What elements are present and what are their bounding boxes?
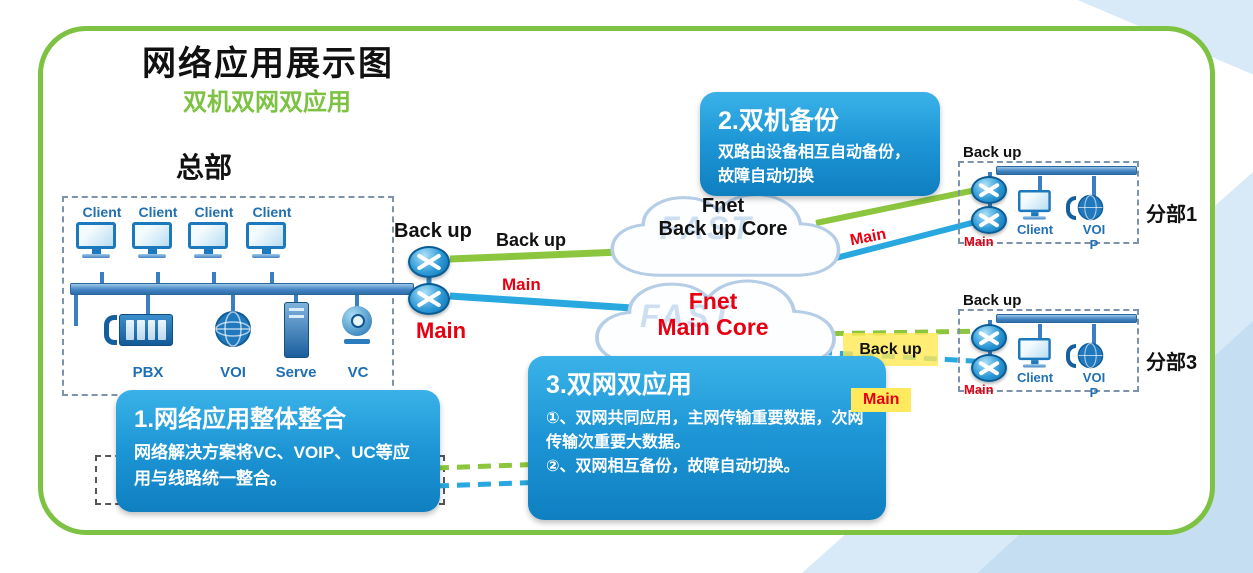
callout-body: 网络解决方案将VC、VOIP、UC等应用与线路统一整合。 (134, 443, 410, 488)
callout-title: 1.网络应用整体整合 (134, 406, 347, 433)
hq-backup-label: Back up (394, 220, 472, 242)
client-label: Client (194, 204, 234, 220)
server-label: Serve (275, 364, 317, 381)
monitor-base (252, 254, 280, 259)
branch-network-bus (996, 166, 1137, 175)
client-monitor-icon (76, 222, 116, 259)
callout-body-line1: ①、双网共同应用，主网传输重要数据，次网传输次重要大数据。 (546, 410, 864, 451)
voip-phone-device (1066, 194, 1104, 221)
voip-label: VOIP (1082, 370, 1106, 400)
client-monitor-icon (188, 222, 228, 259)
monitor-screen (76, 222, 116, 250)
monitor-base (138, 254, 166, 259)
voip-globe-icon (1077, 342, 1104, 369)
camera-ball (342, 306, 372, 336)
callout-3: 3.双网双应用 ①、双网共同应用，主网传输重要数据，次网传输次重要大数据。 ②、… (528, 356, 886, 520)
hq-client: Client (76, 204, 128, 259)
callout-2: 2.双机备份 双路由设备相互自动备份，故障自动切换 (700, 92, 940, 196)
client-monitor-icon (246, 222, 286, 259)
branch-3: Back up Main Client VOIP 分部3 (958, 292, 1253, 412)
monitor-screen (132, 222, 172, 250)
branch-backup-router-icon (971, 324, 1007, 352)
cloud-core-label: Back up Core (658, 218, 788, 240)
monitor-screen (188, 222, 228, 250)
callout-title: 3.双网双应用 (546, 371, 692, 399)
branch-1: Back up Main Client VOIP 分部1 (958, 144, 1253, 264)
cloud-watermark: FAST (640, 298, 734, 334)
main-core-cloud: FAST Fnet Main Core (582, 272, 844, 373)
monitor-base (1022, 216, 1046, 220)
callout-body: 双路由设备相互自动备份，故障自动切换 (718, 144, 911, 185)
hq-network-bus (70, 283, 414, 295)
voip-globe-icon (215, 311, 251, 347)
phone-handset-icon (1066, 195, 1076, 220)
monitor-screen (1018, 338, 1051, 361)
hq-title: 总部 (176, 152, 233, 183)
callout-1: 1.网络应用整体整合 网络解决方案将VC、VOIP、UC等应用与线路统一整合。 (116, 390, 440, 512)
monitor-base (1022, 364, 1046, 368)
pbx-icon (119, 314, 173, 346)
client-label: Client (82, 204, 122, 220)
branch-main-router-icon (971, 206, 1007, 234)
branch-main-label: Main (964, 234, 994, 249)
monitor-screen (1018, 190, 1051, 213)
client-label: Client (1016, 222, 1054, 237)
vc-camera-icon (340, 306, 374, 344)
cloud-network-name: Fnet (701, 195, 745, 217)
client-label: Client (252, 204, 292, 220)
branch-backup-router-icon (971, 176, 1007, 204)
branch-main-label: Main (964, 382, 994, 397)
pbx-device (104, 314, 173, 346)
hq-backup-router-icon (408, 246, 450, 278)
cloud-network-name: Fnet (688, 288, 738, 314)
monitor-base (82, 254, 110, 259)
main-link-label: Main (502, 275, 541, 294)
monitor-base (194, 254, 222, 259)
branch3-main-link-label: Main (851, 388, 912, 412)
server-icon (284, 302, 309, 358)
client-label: Client (138, 204, 178, 220)
client-monitor-icon (132, 222, 172, 259)
branch-backup-label: Back up (963, 292, 1022, 309)
monitor-screen (246, 222, 286, 250)
phone-handset-icon (1066, 343, 1076, 368)
backup-core-cloud: FAST Fnet Back up Core (598, 186, 848, 283)
callout-body-line2: ②、双网相互备份，故障自动切换。 (546, 458, 800, 475)
voip-globe-icon (1077, 194, 1104, 221)
cloud-core-label: Main Core (657, 314, 769, 340)
hq-main-label: Main (416, 318, 467, 343)
client-label: Client (1016, 370, 1054, 385)
voip-label: VOIP (1082, 222, 1106, 252)
callout-title: 2.双机备份 (718, 107, 839, 135)
monitor-stand (1030, 360, 1039, 365)
hq-main-router-icon (408, 283, 450, 315)
hq-client: Client (188, 204, 240, 259)
branch-network-bus (996, 314, 1137, 323)
monitor-stand (261, 249, 271, 255)
pbx-label: PBX (132, 364, 164, 381)
branch-title: 分部1 (1146, 204, 1198, 226)
camera-base (344, 339, 370, 344)
page-subtitle: 双机双网双应用 (183, 89, 351, 116)
monitor-stand (1030, 212, 1039, 217)
voip-label: VOI (220, 364, 246, 381)
client-monitor-icon (1018, 338, 1051, 368)
voip-phone-device (1066, 342, 1104, 369)
backup-link-label: Back up (496, 230, 567, 250)
branch-backup-label: Back up (963, 144, 1022, 161)
branch-main-router-icon (971, 354, 1007, 382)
page-title: 网络应用展示图 (142, 45, 394, 83)
hq-client: Client (246, 204, 298, 259)
monitor-stand (147, 249, 157, 255)
monitor-stand (91, 249, 101, 255)
branch-title: 分部3 (1146, 352, 1198, 374)
client-monitor-icon (1018, 190, 1051, 220)
vc-label: VC (347, 364, 369, 381)
monitor-stand (203, 249, 213, 255)
cloud-watermark: FAST (660, 210, 754, 246)
hq-client: Client (132, 204, 184, 259)
phone-handset-icon (104, 315, 117, 345)
